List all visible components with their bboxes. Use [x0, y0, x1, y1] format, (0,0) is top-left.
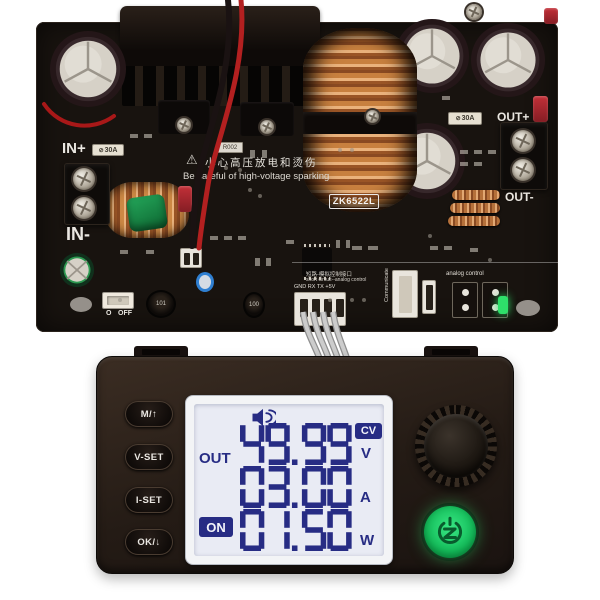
on-badge: ON: [199, 517, 233, 537]
fuse-right: 30A: [448, 112, 482, 125]
voltage-value: [240, 423, 353, 465]
pcb-board: 000 IN+ IN- 30A OUT+ OUT- 30A: [36, 4, 558, 332]
toroid-clamp: [303, 112, 417, 134]
current-value: [240, 466, 353, 508]
smd-components: [118, 96, 496, 302]
board-screw: [466, 4, 482, 20]
in-minus-label: IN-: [66, 224, 90, 244]
encoder-knob-top: [424, 414, 488, 478]
encoder-knob[interactable]: [415, 405, 497, 487]
lcd-screen: OUT CV V A ON W: [194, 404, 384, 556]
terminal-screw: [73, 168, 95, 190]
glue-blob: [516, 300, 540, 316]
in-plus-label: IN+: [62, 140, 86, 157]
button-v-set[interactable]: V-SET: [125, 444, 173, 470]
terminal-screw: [512, 130, 534, 152]
voltage-unit: V: [361, 445, 372, 462]
red-capacitor: [544, 8, 558, 24]
power-value: [240, 509, 353, 551]
terminal-screw: [73, 197, 95, 219]
status-led: [498, 296, 508, 314]
aux-connector: [422, 280, 436, 314]
fuse-left: 30A: [92, 144, 124, 156]
glue-blob: [70, 297, 92, 312]
out-plus-label: OUT+: [497, 110, 530, 124]
display-conn-pin-labels: GND RX TX +5V: [294, 284, 336, 290]
inductor: 100: [243, 292, 265, 318]
button-memory-up[interactable]: M/↑: [125, 401, 173, 427]
shunt-coil: [452, 190, 500, 200]
communicate-connector: [392, 270, 418, 318]
mcu-chip: [302, 244, 332, 280]
terminal-screw: [512, 159, 534, 181]
front-panel: M/↑ V-SET I-SET OK/↓ OUT CV V A ON W: [96, 356, 514, 574]
note-cn: 短路-模拟控制接口: [306, 272, 352, 278]
cv-badge: CV: [355, 423, 382, 439]
current-unit: A: [360, 489, 371, 506]
warning-text-en: Be careful of high-voltage sparking: [183, 171, 330, 182]
wire-connector: [180, 248, 202, 268]
power-unit: W: [360, 532, 375, 549]
capacitor: [470, 22, 546, 98]
button-ok-down[interactable]: OK/↓: [125, 529, 173, 555]
analog-control-label: analog control: [446, 271, 484, 277]
capacitor-small: [59, 252, 95, 288]
power-button[interactable]: [421, 503, 479, 561]
toroid-screw: [366, 110, 379, 123]
shunt-coil: [450, 203, 500, 213]
capacitor: [49, 30, 127, 108]
silk-line: [292, 262, 558, 263]
mosfet-screw: [260, 120, 274, 134]
switch-label-off: OFF: [118, 310, 132, 317]
power-z-icon: [437, 516, 463, 545]
out-minus-label: OUT-: [505, 190, 534, 204]
note-en: short circuit--analog control: [306, 277, 367, 283]
capacitor-blue: [196, 272, 214, 292]
shunt-coil: [448, 216, 500, 226]
mosfet-screw: [177, 118, 191, 132]
switch-label-o: O: [106, 310, 112, 317]
red-capacitor: [178, 186, 192, 212]
lcd-bezel: OUT CV V A ON W: [185, 395, 393, 565]
out-label: OUT: [199, 450, 231, 467]
inductor: 101: [146, 290, 176, 318]
red-capacitor: [533, 96, 548, 122]
model-label: ZK6522L: [329, 194, 379, 209]
button-i-set[interactable]: I-SET: [125, 487, 173, 513]
power-toggle-switch[interactable]: [102, 292, 134, 309]
header-pads: [452, 282, 478, 318]
